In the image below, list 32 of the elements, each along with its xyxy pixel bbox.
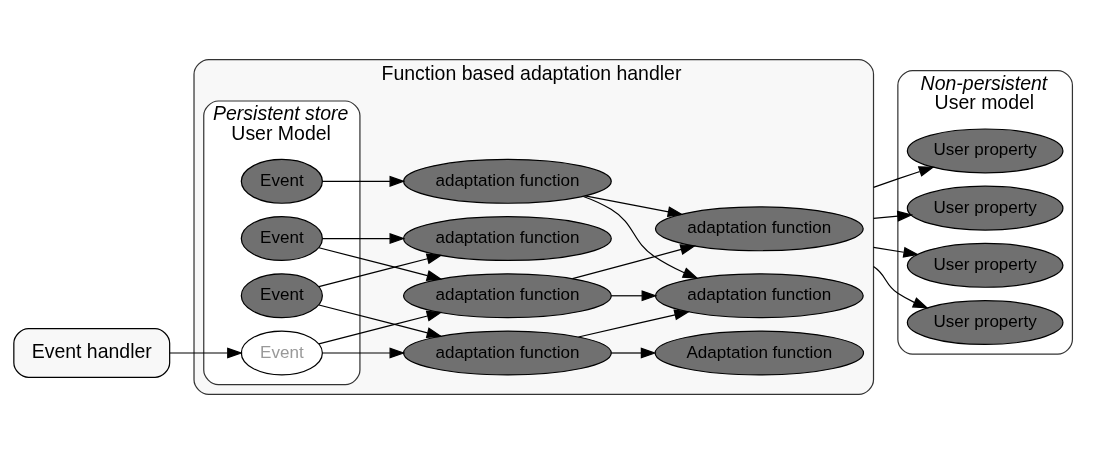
arrow (169, 346, 243, 359)
arrow (321, 232, 406, 244)
arrow (318, 303, 443, 338)
node-ellipse: adaptation function (402, 329, 612, 376)
node-ellipse: Event (240, 215, 323, 261)
arrow (582, 195, 699, 279)
arrow (571, 243, 697, 279)
node-ellipse: adaptation function (402, 272, 612, 318)
arrow (318, 252, 443, 287)
arrow (321, 346, 406, 359)
node-ellipse: Event (240, 158, 323, 204)
arrow (872, 165, 935, 188)
node-ellipse: User property (906, 127, 1064, 173)
node-box: Event handler (13, 327, 171, 378)
arrow (610, 289, 658, 301)
arrow (584, 194, 684, 217)
node-ellipse: adaptation function (402, 158, 612, 204)
node-ellipse: User property (906, 242, 1064, 288)
arrow (318, 310, 443, 344)
arrow (872, 246, 920, 258)
arrow (610, 346, 657, 359)
node-ellipse: User property (906, 185, 1064, 231)
node-ellipse: Event (240, 329, 323, 376)
arrow (318, 246, 443, 281)
node-ellipse: Event (240, 272, 323, 318)
node-ellipse: User property (906, 299, 1064, 345)
arrow (321, 175, 406, 187)
node-ellipse: adaptation function (402, 215, 612, 261)
arrow (872, 265, 929, 308)
arrow (577, 309, 691, 338)
node-ellipse: Adaptation function (654, 329, 865, 376)
arrow (872, 210, 914, 222)
